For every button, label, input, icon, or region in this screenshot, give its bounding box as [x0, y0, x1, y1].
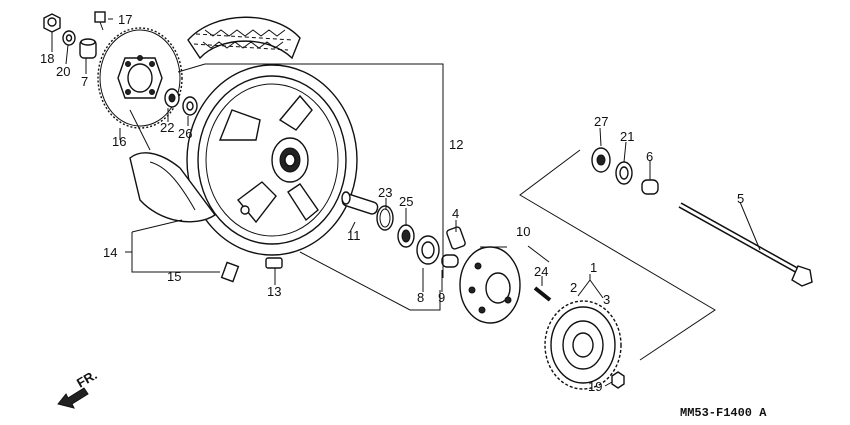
- callout-15: 15: [167, 269, 181, 284]
- damper-4: [446, 226, 466, 250]
- callout-3: 3: [603, 292, 610, 307]
- axle-5: [678, 202, 813, 287]
- brake-disc: [97, 27, 183, 129]
- callout-9: 9: [438, 290, 445, 305]
- nut-18: [43, 13, 61, 33]
- callout-12: 12: [449, 137, 463, 152]
- callout-25: 25: [399, 194, 413, 209]
- callout-4: 4: [452, 206, 459, 221]
- callout-24: 24: [534, 264, 548, 279]
- front-arrow-icon: [57, 387, 89, 409]
- seal-8: [416, 235, 440, 265]
- callout-7: 7: [81, 74, 88, 89]
- bearing-26: [182, 96, 198, 116]
- callout-11: 11: [347, 228, 361, 243]
- seal-21: [615, 161, 633, 185]
- callout-27: 27: [594, 114, 608, 129]
- front-label: FR.: [74, 367, 100, 390]
- callout-6: 6: [646, 149, 653, 164]
- collar-7: [79, 38, 97, 59]
- callout-17: 17: [118, 12, 132, 27]
- callout-8: 8: [417, 290, 424, 305]
- clip-13: [265, 257, 283, 269]
- callout-1: 1: [590, 260, 597, 275]
- nut-19: [611, 371, 625, 389]
- bearing-25: [397, 224, 415, 248]
- leader-lines: [51, 18, 761, 387]
- stud-24: [533, 286, 552, 302]
- collar-9: [441, 254, 459, 268]
- callout-labels: 1 2 3 4 5 6 7 8 9 10 11 12 13 14 15 16 1…: [40, 12, 744, 394]
- diagram-code: MM53-F1400 A: [680, 406, 767, 420]
- bearing-22: [164, 88, 180, 108]
- callout-14: 14: [103, 245, 117, 260]
- front-direction-indicator: FR.: [57, 367, 100, 409]
- callout-20: 20: [56, 64, 70, 79]
- rear-wheel: [186, 64, 358, 256]
- sprocket-hub: [459, 246, 521, 324]
- bearing-27: [591, 147, 611, 173]
- tire-section: [187, 16, 301, 60]
- mud-guard: [129, 152, 217, 223]
- callout-10: 10: [516, 224, 530, 239]
- washer-20: [62, 30, 76, 46]
- collar-11: [341, 191, 379, 215]
- callout-5: 5: [737, 191, 744, 206]
- callout-26: 26: [178, 126, 192, 141]
- driven-sprocket: [544, 300, 622, 390]
- bolt-17: [94, 11, 106, 31]
- ring-23: [376, 205, 394, 231]
- callout-21: 21: [620, 129, 634, 144]
- callout-16: 16: [112, 134, 126, 149]
- collar-6: [641, 179, 659, 195]
- callout-2: 2: [570, 280, 577, 295]
- callout-13: 13: [267, 284, 281, 299]
- callout-18: 18: [40, 51, 54, 66]
- bolt-15: [220, 261, 240, 283]
- callout-22: 22: [160, 120, 174, 135]
- callout-19: 19: [588, 379, 602, 394]
- callout-23: 23: [378, 185, 392, 200]
